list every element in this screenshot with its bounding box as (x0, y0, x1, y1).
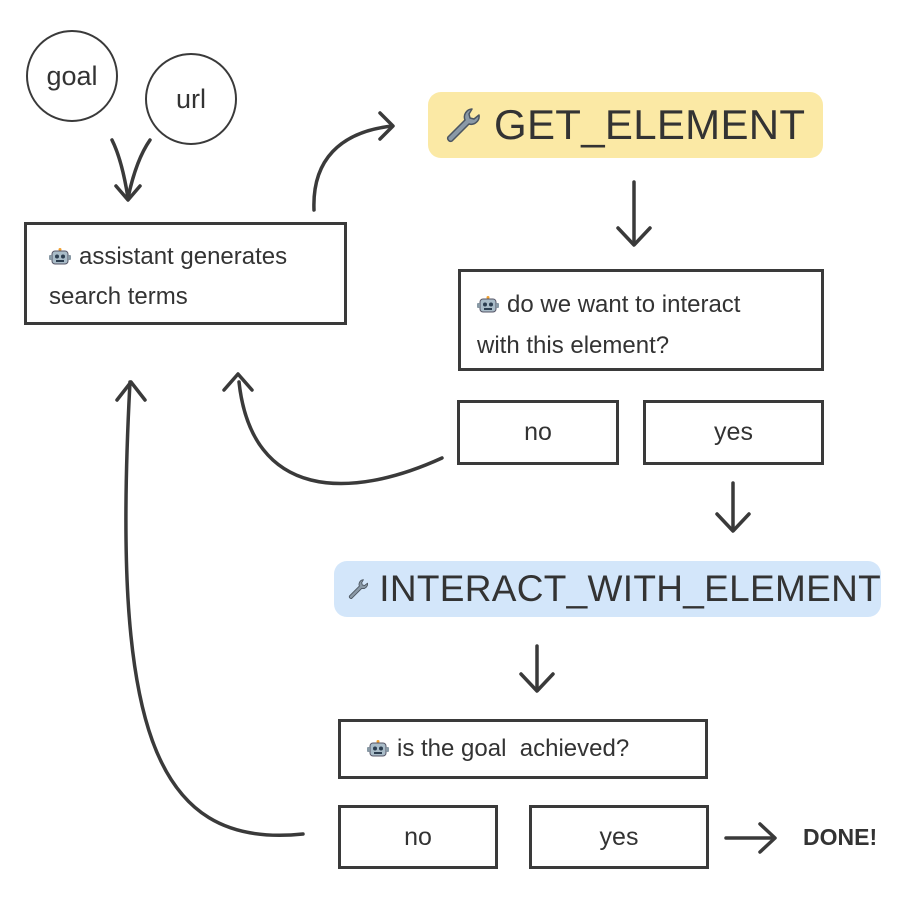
interact-yes-label: yes (714, 418, 753, 446)
assistant-line-1: assistant generates (79, 243, 288, 270)
yes-to-done-arrow (724, 822, 777, 854)
second-no-loop-arrow (115, 380, 305, 837)
interact-no-label: no (524, 418, 552, 446)
wrench-icon (348, 579, 368, 599)
wrench-icon (446, 108, 480, 143)
get-element-tool: GET_ELEMENT (428, 92, 823, 158)
interact-with-element-tool: INTERACT_WITH_ELEMENT (334, 561, 881, 617)
done-label: DONE! (803, 824, 878, 850)
goal-circle: goal (26, 30, 118, 122)
goal-yes-label: yes (599, 822, 639, 851)
interact-question-line-2: with this element? (477, 332, 670, 359)
robot-icon (477, 296, 499, 313)
robot-icon (367, 740, 389, 757)
assistant-box: assistant generates search terms (24, 222, 347, 325)
goal-question-text: is the goal achieved? (397, 735, 630, 762)
goal-no-choice: no (338, 805, 498, 869)
assistant-to-get-element-arrow (312, 111, 395, 212)
yes-down-arrow (715, 481, 751, 533)
interact-no-choice: no (457, 400, 619, 465)
interact-question-box: do we want to interact with this element… (458, 269, 824, 371)
first-no-loop-arrow (222, 372, 444, 486)
goal-yes-choice: yes (529, 805, 709, 869)
goal-question-box: is the goal achieved? (338, 719, 708, 779)
interact-down-arrow (519, 644, 555, 693)
get-element-label: GET_ELEMENT (494, 101, 806, 148)
robot-icon (49, 248, 71, 265)
url-circle: url (145, 53, 237, 145)
url-label: url (175, 83, 206, 114)
inputs-merge-arrow (110, 138, 152, 202)
interact-with-element-label: INTERACT_WITH_ELEMENT (379, 568, 881, 609)
interact-question-line-1: do we want to interact (507, 291, 741, 318)
goal-no-label: no (404, 822, 432, 851)
interact-yes-choice: yes (643, 400, 824, 465)
assistant-line-2: search terms (49, 283, 188, 310)
goal-label: goal (46, 60, 98, 91)
get-element-down-arrow (616, 180, 652, 247)
